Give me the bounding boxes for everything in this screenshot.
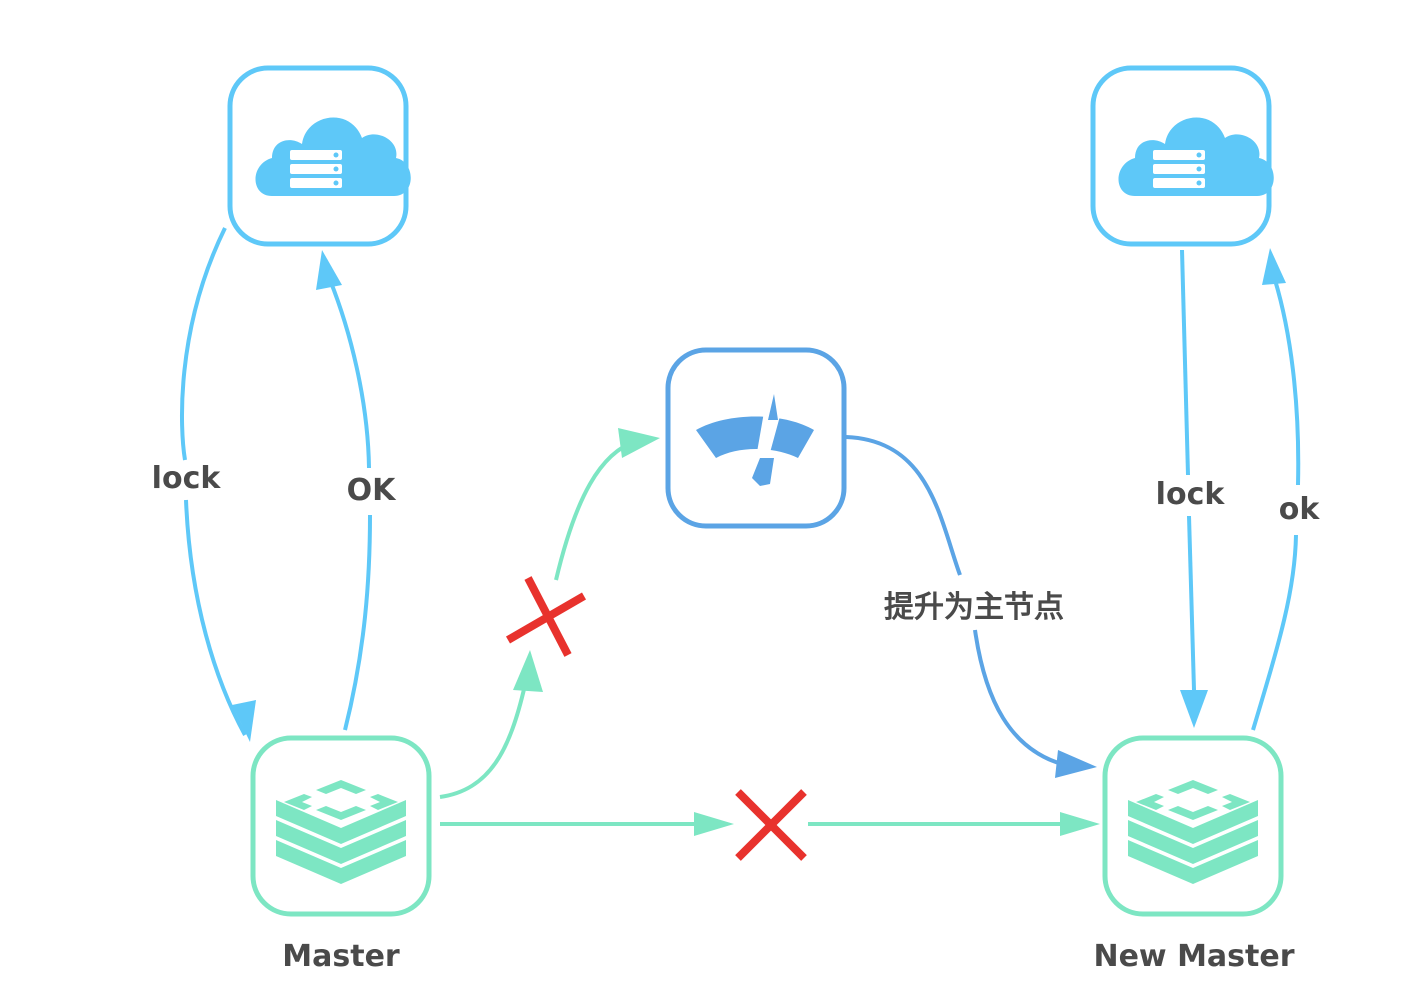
cloud-server-icon xyxy=(255,117,411,196)
redis-stack-icon xyxy=(1128,780,1258,884)
broken-link-cross-icon xyxy=(735,789,807,861)
master-label: Master xyxy=(282,939,400,974)
edge-label-promote: 提升为主节点 xyxy=(884,590,1064,625)
edge-right-ok xyxy=(1251,248,1301,731)
edge-label-left-ok: OK xyxy=(347,473,398,508)
edge-master-to-newmaster xyxy=(440,812,1100,836)
new-master-label: New Master xyxy=(1093,939,1294,974)
sentinel-node[interactable] xyxy=(665,347,847,529)
edge-right-lock xyxy=(1180,249,1208,728)
edge-master-to-sentinel xyxy=(439,428,660,799)
redis-stack-icon xyxy=(276,780,406,884)
broken-link-cross-icon xyxy=(505,576,587,657)
zookeeper-node-right[interactable] xyxy=(1090,65,1274,247)
sentinel-gauge-icon xyxy=(696,392,814,486)
edge-label-right-ok: ok xyxy=(1279,492,1321,527)
edge-label-right-lock: lock xyxy=(1156,477,1226,512)
new-master-node[interactable] xyxy=(1102,735,1284,917)
edge-label-left-lock: lock xyxy=(152,461,222,496)
edge-sentinel-promote xyxy=(845,435,1097,778)
edge-left-lock xyxy=(179,227,256,742)
zookeeper-node-left[interactable] xyxy=(227,65,411,247)
master-node[interactable] xyxy=(250,735,432,917)
cloud-server-icon xyxy=(1118,117,1274,196)
edge-left-ok xyxy=(316,250,372,731)
